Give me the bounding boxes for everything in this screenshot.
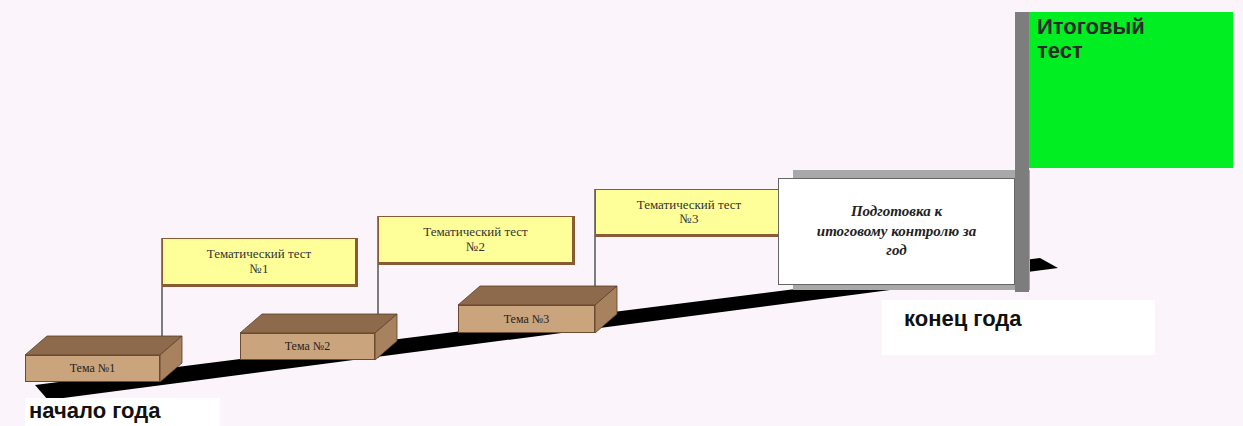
topic-block: Тема №1: [25, 355, 160, 382]
block-top: [240, 314, 397, 333]
timeline-label: начало года: [25, 398, 220, 426]
box-text: Тема №1: [70, 361, 116, 376]
box-text: Подготовка к итоговому контролю за год: [814, 202, 979, 261]
box-text: Итоговый тест: [1037, 15, 1187, 63]
test-flag: Тематический тест №1: [162, 238, 358, 287]
test-flag: Тематический тест №2: [378, 216, 575, 265]
block-top: [458, 286, 617, 305]
block-top: [25, 336, 182, 355]
box-text: Тематический тест №1: [204, 247, 314, 276]
box-text: Тема №2: [285, 339, 331, 354]
final-test-box: Итоговый тест: [1029, 12, 1233, 168]
box-text: Тема №3: [504, 312, 550, 327]
preparation-box: Подготовка к итоговому контролю за год: [778, 178, 1015, 285]
box-text: Тематический тест №2: [421, 225, 531, 254]
final-pole: [1015, 12, 1029, 292]
topic-block: Тема №2: [240, 333, 375, 360]
test-flag: Тематический тест №3: [595, 189, 785, 237]
box-text: Тематический тест №3: [634, 198, 744, 227]
timeline-label: конец года: [882, 300, 1155, 355]
block-side: [160, 336, 182, 382]
topic-block: Тема №3: [458, 305, 595, 333]
block-side: [595, 286, 617, 333]
block-side: [375, 314, 397, 360]
